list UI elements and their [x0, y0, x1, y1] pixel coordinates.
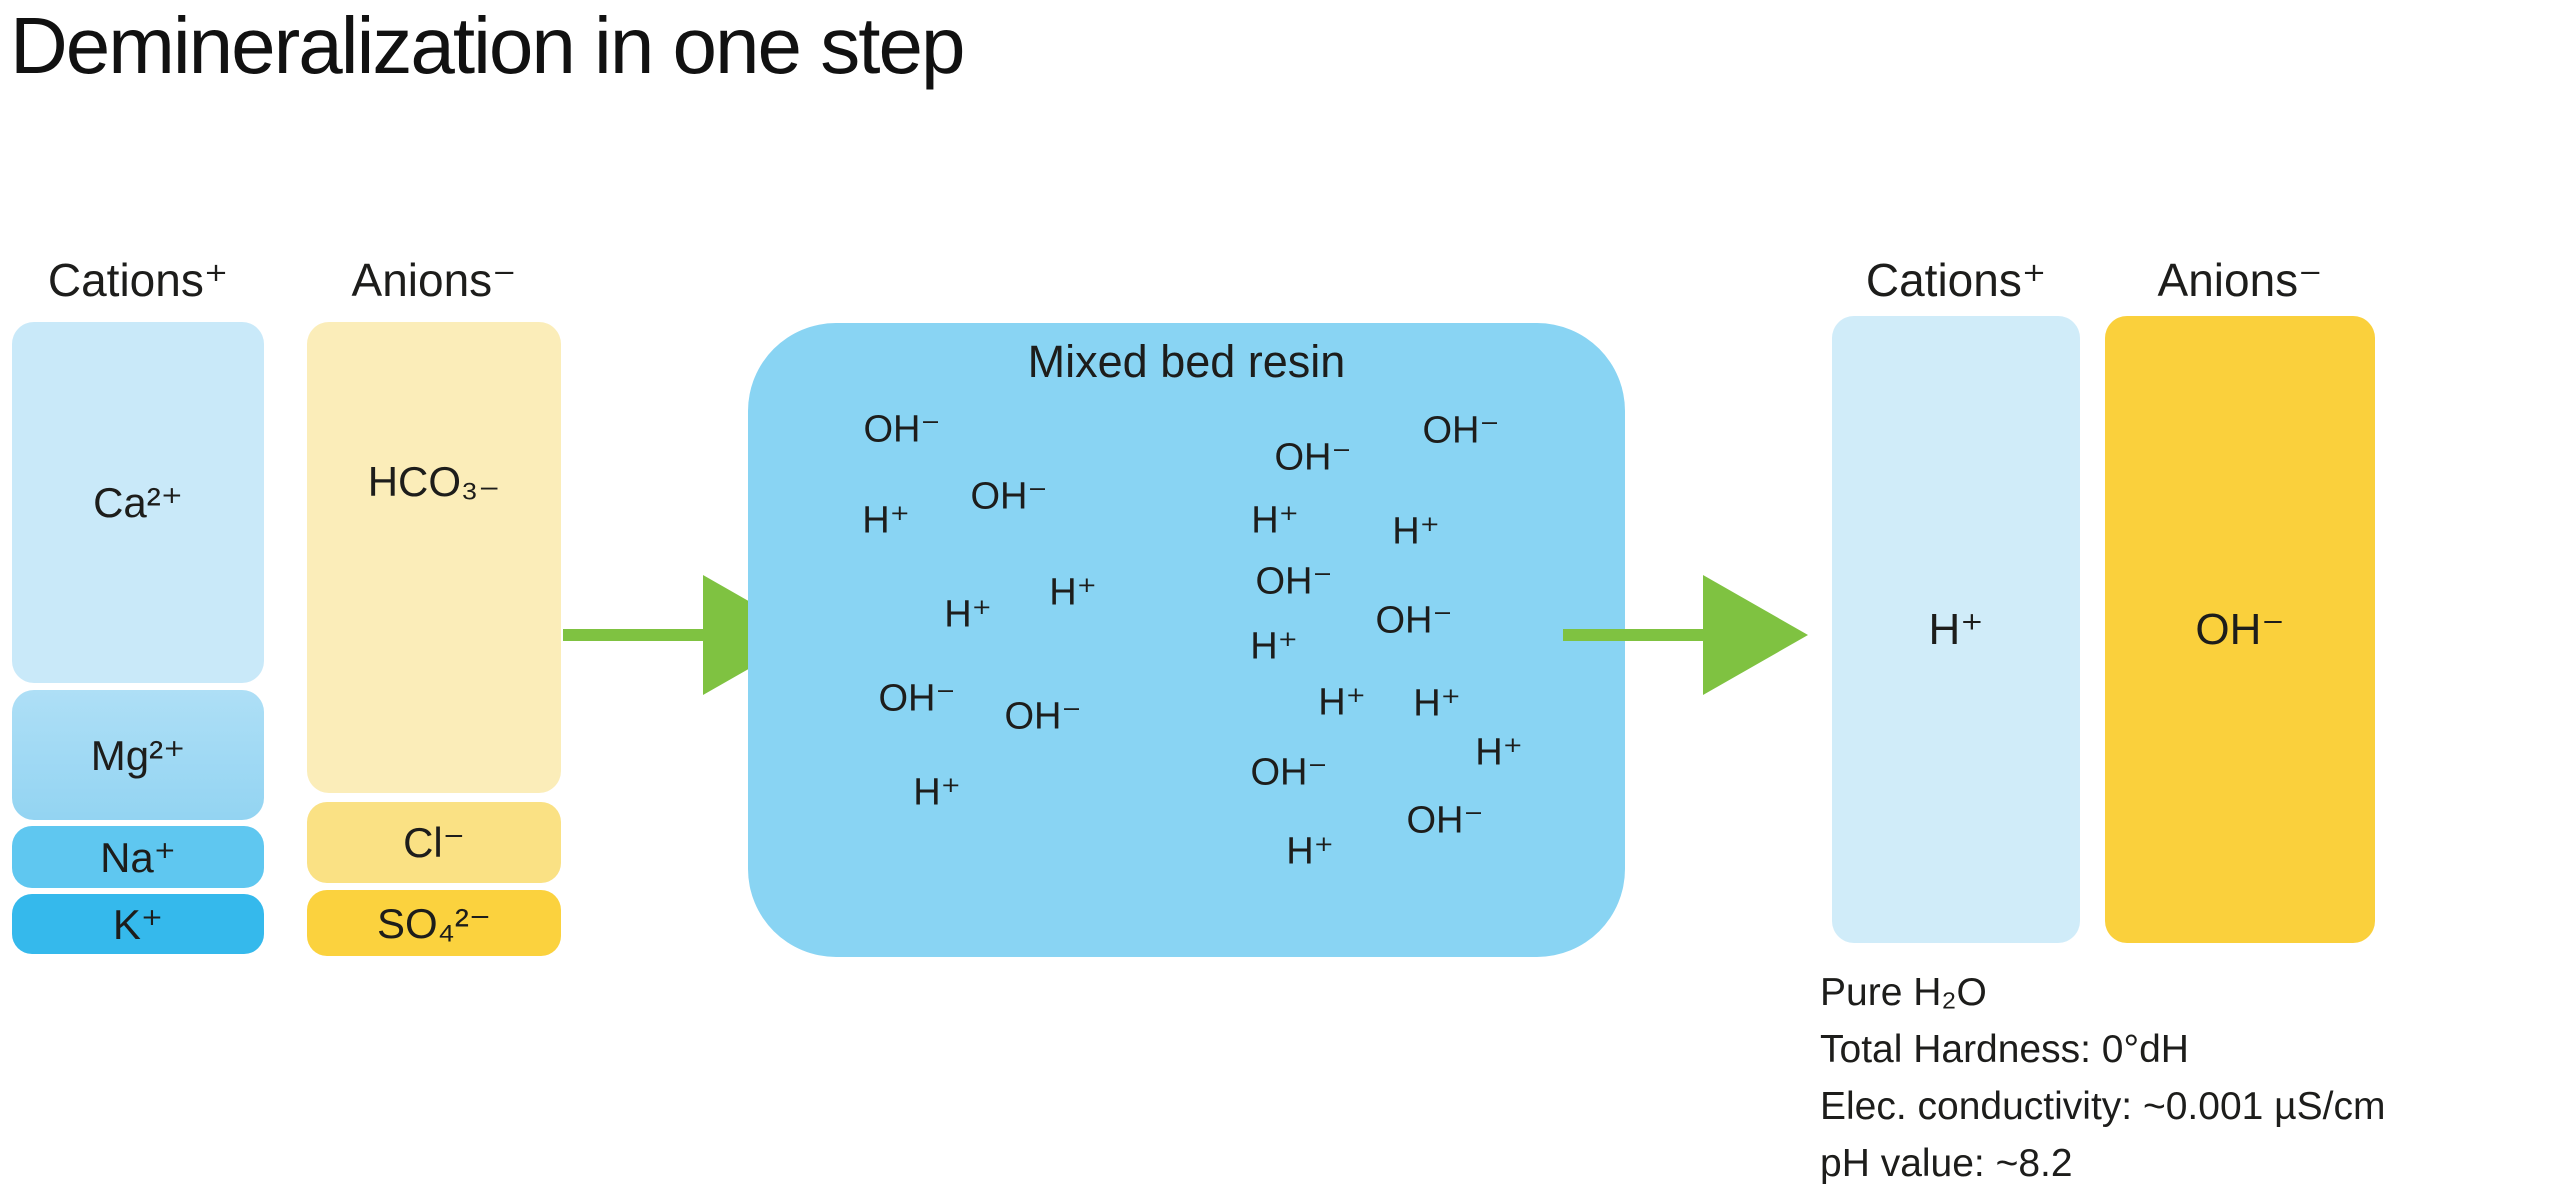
resin-title: Mixed bed resin [1027, 336, 1346, 387]
resin-ion: H⁺ [1286, 830, 1334, 873]
pure-water-label: Pure H₂O [1820, 971, 1987, 1014]
left-anions-header: Anions⁻ [351, 254, 517, 306]
resin-ion: H⁺ [1475, 731, 1523, 774]
resin-ion: OH⁻ [878, 677, 956, 720]
cation-box-potassium: K⁺ [12, 894, 264, 954]
left-cations-header: Cations⁺ [47, 254, 229, 306]
resin-ion: H⁺ [862, 499, 910, 542]
potassium-label: K⁺ [112, 900, 164, 948]
pure-cation-label: H⁺ [1928, 605, 1984, 654]
resin-ion: OH⁻ [863, 408, 941, 451]
resin-ion: H⁺ [1049, 571, 1097, 614]
resin-ion: H⁺ [944, 593, 992, 636]
result-info: Pure H₂O Total Hardness: 0°dH Elec. cond… [1820, 964, 2385, 1192]
conductivity-label: Elec. conductivity: ~0.001 µS/cm [1820, 1085, 2386, 1128]
pure-anion-box: OH⁻ [2105, 316, 2375, 943]
resin-ion: OH⁻ [1406, 799, 1484, 842]
resin-ion: OH⁻ [1255, 560, 1333, 603]
flow-arrow-right-icon [1563, 575, 1808, 695]
total-hardness-label: Total Hardness: 0°dH [1820, 1028, 2189, 1071]
anion-box-sulfate: SO₄²⁻ [307, 890, 561, 956]
cation-box-calcium: Ca²⁺ [12, 322, 264, 683]
sulfate-label: SO₄²⁻ [377, 899, 491, 947]
resin-ion: H⁺ [1251, 499, 1299, 542]
anion-box-bicarbonate: HCO₃₋ [307, 322, 561, 793]
chloride-label: Cl⁻ [403, 819, 465, 866]
resin-ion: H⁺ [1413, 682, 1461, 725]
resin-ion: OH⁻ [970, 475, 1048, 518]
cation-box-magnesium: Mg²⁺ [12, 690, 264, 820]
cation-box-sodium: Na⁺ [12, 826, 264, 888]
pure-anion-label: OH⁻ [2195, 605, 2285, 654]
resin-ion: H⁺ [1392, 510, 1440, 553]
pure-cation-box: H⁺ [1832, 316, 2080, 943]
right-cations-header: Cations⁺ [1865, 254, 2047, 306]
resin-ion: OH⁻ [1004, 695, 1082, 738]
resin-ion: OH⁻ [1422, 409, 1500, 452]
resin-ion: OH⁻ [1375, 599, 1453, 642]
resin-ion: H⁺ [1318, 681, 1366, 724]
mixed-bed-resin-box [748, 323, 1625, 957]
anion-box-chloride: Cl⁻ [307, 802, 561, 883]
page-title: Demineralization in one step [10, 1, 965, 90]
resin-ion: OH⁻ [1250, 751, 1328, 794]
calcium-label: Ca²⁺ [93, 479, 183, 526]
resin-ion: H⁺ [1250, 625, 1298, 668]
right-anions-header: Anions⁻ [2157, 254, 2323, 306]
bicarbonate-label: HCO₃₋ [367, 458, 501, 505]
magnesium-label: Mg²⁺ [90, 731, 186, 779]
ph-value-label: pH value: ~8.2 [1820, 1142, 2073, 1185]
sodium-label: Na⁺ [100, 833, 176, 881]
resin-ion: OH⁻ [1274, 436, 1352, 479]
resin-ion: H⁺ [913, 771, 961, 814]
